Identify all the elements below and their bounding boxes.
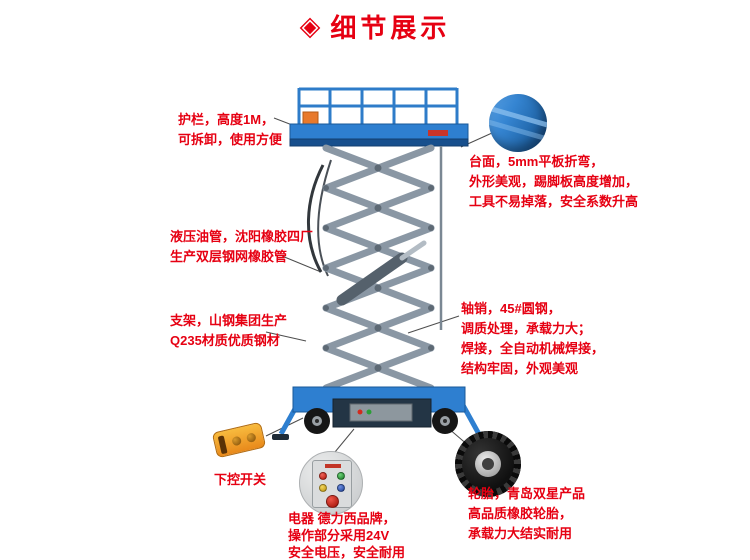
- hydraulic-cylinder: [336, 240, 427, 306]
- callout-line: 可拆卸，使用方便: [178, 132, 283, 147]
- callout-lower-control: 下控开关: [214, 470, 266, 490]
- hydraulic-hoses: [306, 159, 332, 277]
- control-button-blue: [337, 484, 345, 492]
- rubber-wheel-photo: [455, 431, 521, 497]
- control-box-label: [325, 464, 341, 468]
- callout-line: 安全电压，安全耐用: [288, 545, 406, 560]
- callout-line: 生产双层钢网橡胶管: [170, 249, 288, 264]
- control-button-yellow: [319, 484, 327, 492]
- callout-electrical: 电器 德力西品牌， 操作部分采用24V 安全电压，安全耐用: [288, 510, 405, 560]
- callout-line: 轴销，45#圆钢，: [461, 301, 561, 316]
- control-box-panel: [312, 460, 352, 508]
- callout-line: 护栏，高度1M，: [178, 112, 275, 127]
- callout-line: 高品质橡胶轮胎，: [468, 506, 573, 521]
- guardrail: [297, 87, 459, 126]
- callout-line: 液压油管，沈阳橡胶四厂: [170, 229, 314, 244]
- control-button-red: [319, 472, 327, 480]
- callout-line: 结构牢固，外观美观: [461, 361, 579, 376]
- remote-control-photo: [205, 414, 273, 466]
- chassis-wheels: [304, 408, 458, 434]
- callout-line: 外形美观，踢脚板高度增加，: [469, 174, 639, 189]
- page-title: 细节展示: [330, 12, 451, 43]
- callout-line: 工具不易掉落，安全系数升高: [469, 194, 639, 209]
- callout-line: Q235材质优质钢材: [170, 333, 280, 348]
- remote-button: [245, 432, 257, 444]
- page-header: ◈ 细节展示: [0, 8, 750, 44]
- platform-closeup-photo: [489, 94, 547, 152]
- remote-stripe: [217, 435, 228, 455]
- callout-line: 调质处理，承载力大；: [461, 321, 592, 336]
- base-chassis: [292, 386, 466, 428]
- callout-line: 焊接，全自动机械焊接，: [461, 341, 605, 356]
- callout-platform: 台面，5mm平板折弯， 外形美观，踢脚板高度增加， 工具不易掉落，安全系数升高: [469, 152, 638, 212]
- wheel-center-cap: [482, 458, 494, 470]
- callout-line: 支架，山钢集团生产: [170, 313, 288, 328]
- emergency-stop-button: [326, 495, 339, 508]
- callout-line: 轮胎，青岛双星产品: [468, 486, 586, 501]
- callout-frame: 支架，山钢集团生产 Q235材质优质钢材: [170, 311, 287, 351]
- callout-axle-weld: 轴销，45#圆钢， 调质处理，承载力大； 焊接，全自动机械焊接， 结构牢固，外观…: [461, 299, 604, 379]
- control-box-photo: [299, 451, 363, 515]
- axle-pins: [323, 164, 434, 372]
- diamond-icon: ◈: [299, 10, 321, 41]
- callout-hydraulic-hose: 液压油管，沈阳橡胶四厂 生产双层钢网橡胶管: [170, 227, 313, 267]
- remote-button: [231, 435, 243, 447]
- callout-line: 操作部分采用24V: [288, 528, 390, 543]
- callout-line: 台面，5mm平板折弯，: [469, 154, 604, 169]
- callout-guardrail: 护栏，高度1M， 可拆卸，使用方便: [178, 110, 282, 150]
- platform-deck: [289, 111, 469, 147]
- control-button-green: [337, 472, 345, 480]
- callout-line: 承载力大结实耐用: [468, 526, 573, 541]
- callout-line: 电器 德力西品牌，: [288, 511, 396, 526]
- callout-line: 下控开关: [214, 472, 267, 487]
- callout-tires: 轮胎，青岛双星产品 高品质橡胶轮胎， 承载力大结实耐用: [468, 484, 585, 544]
